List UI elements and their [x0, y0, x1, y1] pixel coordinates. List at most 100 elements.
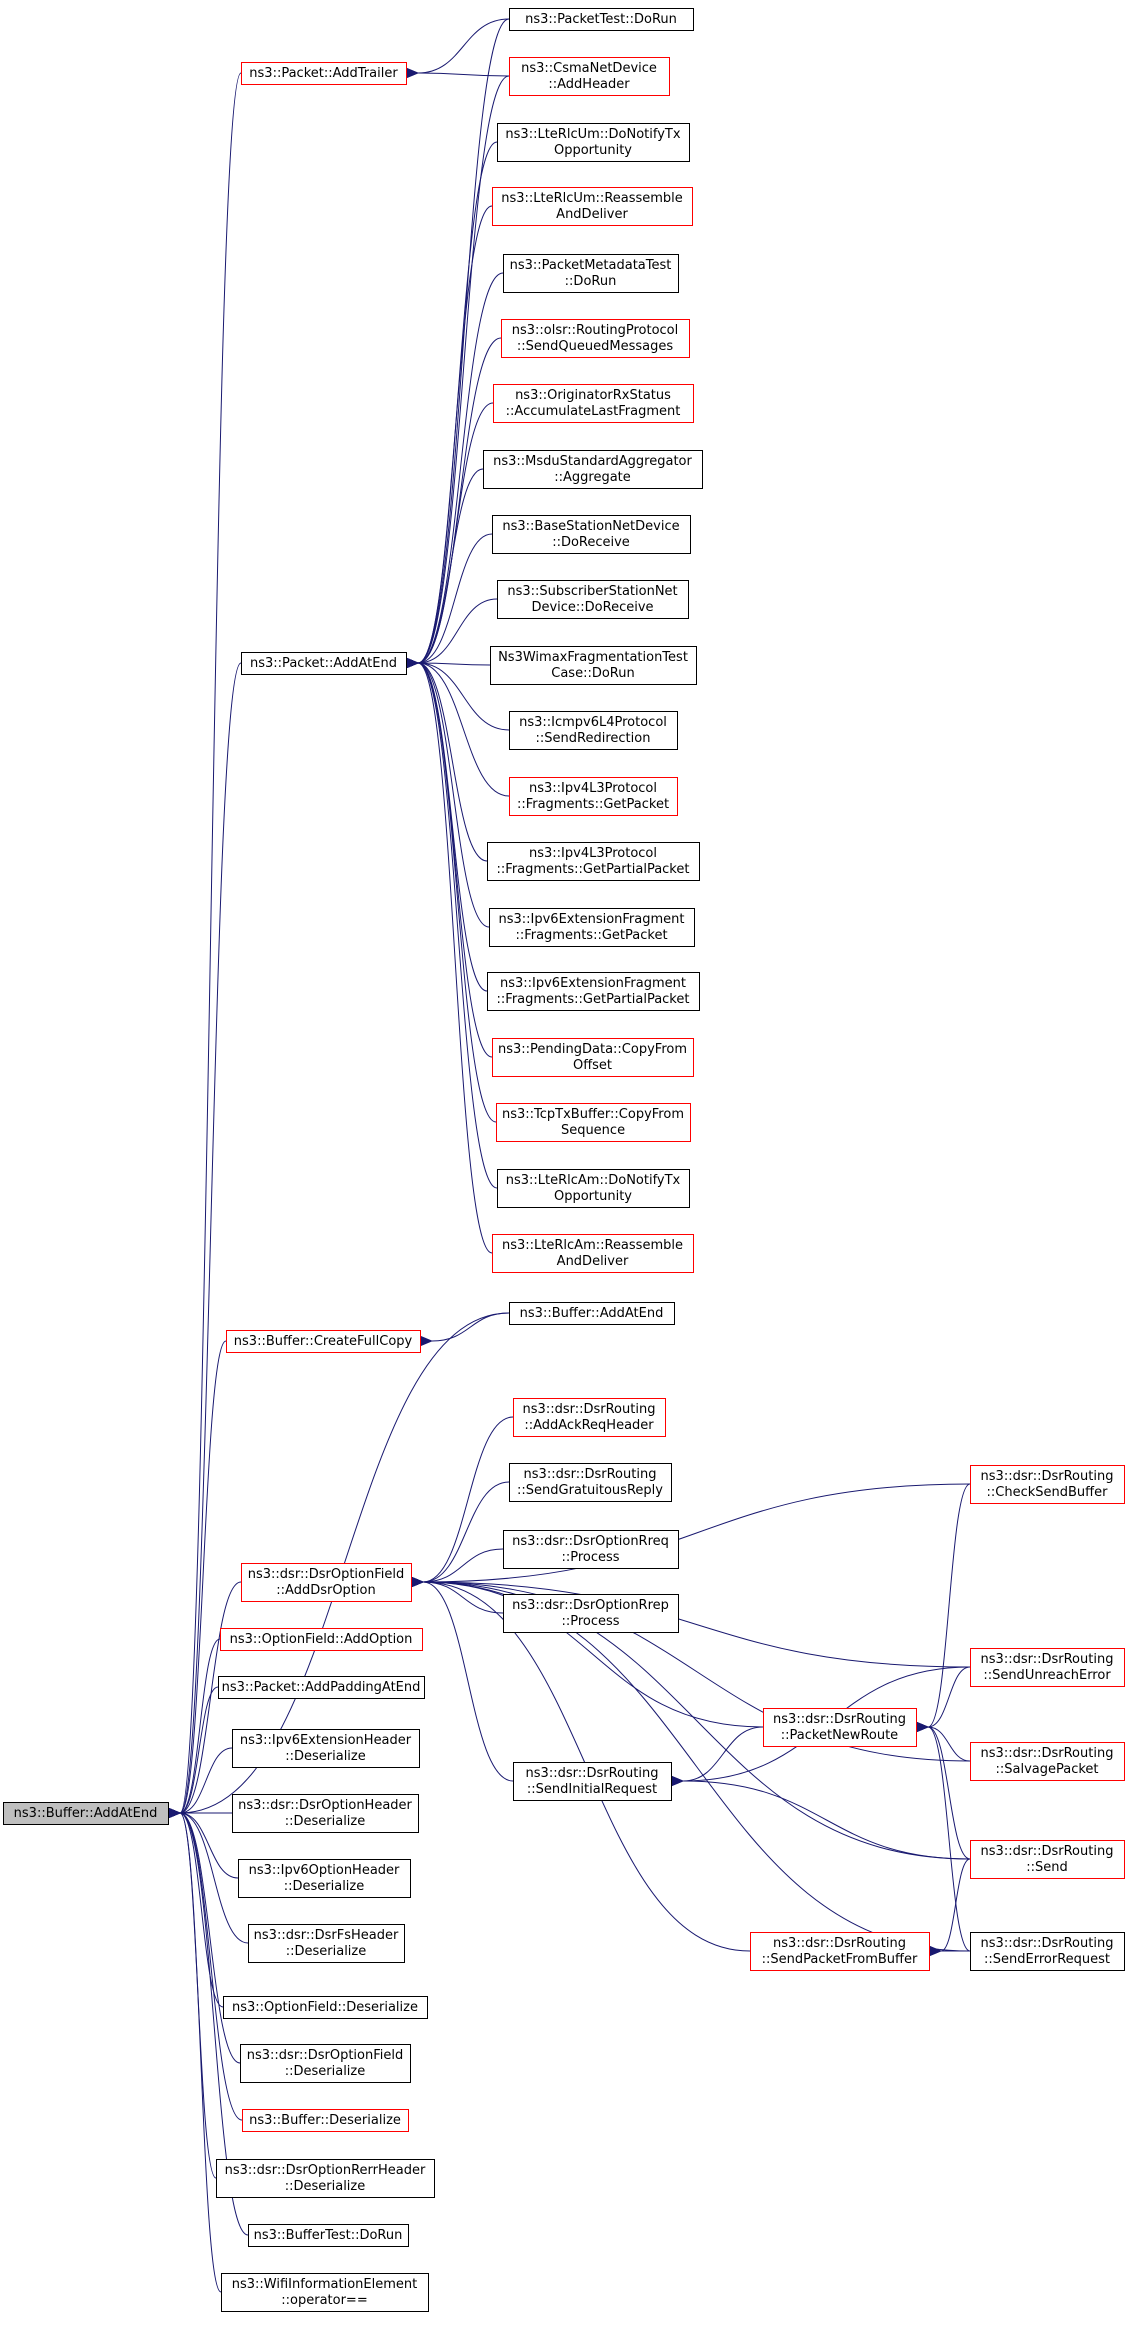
graph-node[interactable]: ns3::dsr::DsrRouting::AddAckReqHeader — [513, 1398, 666, 1437]
graph-node[interactable]: ns3::Buffer::CreateFullCopy — [226, 1330, 421, 1353]
node-label: ns3::LteRlcAm::DoNotifyTx — [506, 1173, 681, 1188]
graph-node[interactable]: ns3::dsr::DsrOptionHeader::Deserialize — [232, 1794, 419, 1833]
graph-node[interactable]: ns3::dsr::DsrRouting::SendErrorRequest — [970, 1932, 1125, 1971]
node-box — [513, 1762, 672, 1801]
graph-node[interactable]: ns3::dsr::DsrRouting::PacketNewRoute — [763, 1708, 917, 1747]
node-label: ns3::Icmpv6L4Protocol — [519, 715, 667, 730]
call-edge — [406, 657, 498, 1189]
node-label: ::Process — [561, 1550, 619, 1565]
call-edge — [406, 75, 510, 669]
graph-node[interactable]: ns3::dsr::DsrRouting::SalvagePacket — [970, 1742, 1125, 1781]
graph-node[interactable]: ns3::Buffer::AddAtEnd — [509, 1302, 675, 1325]
node-box — [509, 1463, 672, 1502]
graph-node[interactable]: ns3::dsr::DsrOptionRrep::Process — [503, 1594, 679, 1633]
node-label: ::SendUnreachError — [983, 1668, 1111, 1683]
node-box — [970, 1932, 1125, 1971]
graph-node[interactable]: ns3::OptionField::AddOption — [220, 1628, 423, 1651]
graph-node[interactable]: ns3::dsr::DsrRouting::SendInitialRequest — [513, 1762, 672, 1801]
graph-node[interactable]: ns3::Buffer::AddAtEnd — [3, 1802, 169, 1825]
call-edge — [168, 1807, 222, 2293]
call-edge — [929, 1858, 971, 1957]
graph-node[interactable]: ns3::Ipv4L3Protocol::Fragments::GetPacke… — [509, 777, 678, 816]
call-edge — [168, 1581, 242, 1819]
graph-node[interactable]: ns3::dsr::DsrFsHeader::Deserialize — [248, 1924, 405, 1963]
graph-node[interactable]: ns3::Ipv6ExtensionFragment::Fragments::G… — [487, 972, 700, 1011]
node-label: ::PacketNewRoute — [781, 1728, 898, 1743]
graph-node[interactable]: ns3::dsr::DsrRouting::SendPacketFromBuff… — [750, 1932, 930, 1971]
graph-node[interactable]: ns3::PacketTest::DoRun — [509, 8, 694, 31]
node-box — [493, 384, 694, 423]
node-label: ::Process — [561, 1614, 619, 1629]
graph-node[interactable]: ns3::BufferTest::DoRun — [248, 2224, 409, 2247]
node-label: ns3::PacketMetadataTest — [510, 258, 672, 273]
graph-node[interactable]: ns3::dsr::DsrOptionField::Deserialize — [240, 2044, 411, 2083]
node-label: ns3::LteRlcUm::DoNotifyTx — [505, 127, 680, 142]
node-label: ns3::dsr::DsrRouting — [773, 1936, 906, 1951]
node-box — [970, 1648, 1125, 1687]
graph-node[interactable]: ns3::dsr::DsrRouting::CheckSendBuffer — [970, 1465, 1125, 1504]
node-label: ns3::OptionField::Deserialize — [232, 2000, 418, 2015]
graph-node[interactable]: ns3::Packet::AddAtEnd — [241, 652, 407, 675]
call-edge — [406, 657, 493, 1058]
graph-node[interactable]: ns3::Ipv6ExtensionHeader::Deserialize — [232, 1729, 420, 1768]
node-box — [492, 515, 691, 554]
node-label: ::SalvagePacket — [995, 1762, 1098, 1777]
node-label: ns3::dsr::DsrRouting — [981, 1844, 1114, 1859]
node-box — [970, 1742, 1125, 1781]
graph-node[interactable]: ns3::MsduStandardAggregator::Aggregate — [483, 450, 703, 489]
node-label: ns3::BufferTest::DoRun — [254, 2228, 403, 2243]
call-edge — [406, 205, 493, 669]
node-box — [501, 319, 690, 358]
graph-node[interactable]: ns3::dsr::DsrOptionRerrHeader::Deseriali… — [216, 2159, 435, 2198]
node-label: ::Deserialize — [285, 2064, 366, 2079]
graph-node[interactable]: ns3::Packet::AddTrailer — [241, 62, 407, 85]
graph-node[interactable]: ns3::dsr::DsrOptionRreq::Process — [503, 1530, 679, 1569]
node-label: ::SendGratuitousReply — [517, 1483, 663, 1498]
node-label: Device::DoReceive — [531, 600, 653, 615]
graph-node[interactable]: ns3::Buffer::Deserialize — [242, 2109, 409, 2132]
graph-node[interactable]: ns3::dsr::DsrRouting::SendUnreachError — [970, 1648, 1125, 1687]
graph-node[interactable]: ns3::BaseStationNetDevice::DoReceive — [492, 515, 691, 554]
graph-node[interactable]: ns3::olsr::RoutingProtocol::SendQueuedMe… — [501, 319, 690, 358]
graph-node[interactable]: ns3::Icmpv6L4Protocol::SendRedirection — [509, 711, 678, 750]
node-box — [490, 646, 697, 685]
call-edge — [411, 1576, 764, 1728]
graph-node[interactable]: ns3::SubscriberStationNetDevice::DoRecei… — [497, 580, 689, 619]
call-edge — [411, 1576, 971, 1762]
graph-node[interactable]: ns3::Ipv6OptionHeader::Deserialize — [238, 1859, 411, 1898]
graph-node[interactable]: ns3::WifiInformationElement::operator== — [221, 2273, 429, 2312]
graph-node[interactable]: ns3::dsr::DsrRouting::Send — [970, 1840, 1125, 1879]
graph-node[interactable]: ns3::Ipv4L3Protocol::Fragments::GetParti… — [487, 842, 700, 881]
graph-node[interactable]: ns3::Ipv6ExtensionFragment::Fragments::G… — [489, 908, 695, 947]
graph-node[interactable]: ns3::dsr::DsrOptionField::AddDsrOption — [241, 1563, 412, 1602]
node-box — [223, 1996, 428, 2019]
node-label: ::SendRedirection — [536, 731, 651, 746]
node-label: ns3::OptionField::AddOption — [230, 1632, 413, 1647]
node-label: ns3::Buffer::Deserialize — [249, 2113, 401, 2128]
call-edge — [411, 1576, 971, 1952]
node-box — [970, 1465, 1125, 1504]
graph-node[interactable]: ns3::dsr::DsrRouting::SendGratuitousRepl… — [509, 1463, 672, 1502]
graph-node[interactable]: ns3::PacketMetadataTest::DoRun — [503, 254, 679, 293]
call-edge — [406, 18, 510, 79]
node-label: ::AddAckReqHeader — [524, 1418, 654, 1433]
graph-node[interactable]: ns3::CsmaNetDevice::AddHeader — [509, 57, 670, 96]
node-label: ::Send — [1026, 1860, 1068, 1875]
call-edge — [406, 468, 484, 669]
graph-node[interactable]: ns3::Packet::AddPaddingAtEnd — [218, 1676, 425, 1699]
node-label: ns3::dsr::DsrRouting — [981, 1469, 1114, 1484]
node-box — [242, 2109, 409, 2132]
call-edge — [406, 657, 493, 1254]
graph-node[interactable]: ns3::OriginatorRxStatus::AccumulateLastF… — [493, 384, 694, 423]
graph-node[interactable]: ns3::OptionField::Deserialize — [223, 1996, 428, 2019]
node-box — [503, 254, 679, 293]
